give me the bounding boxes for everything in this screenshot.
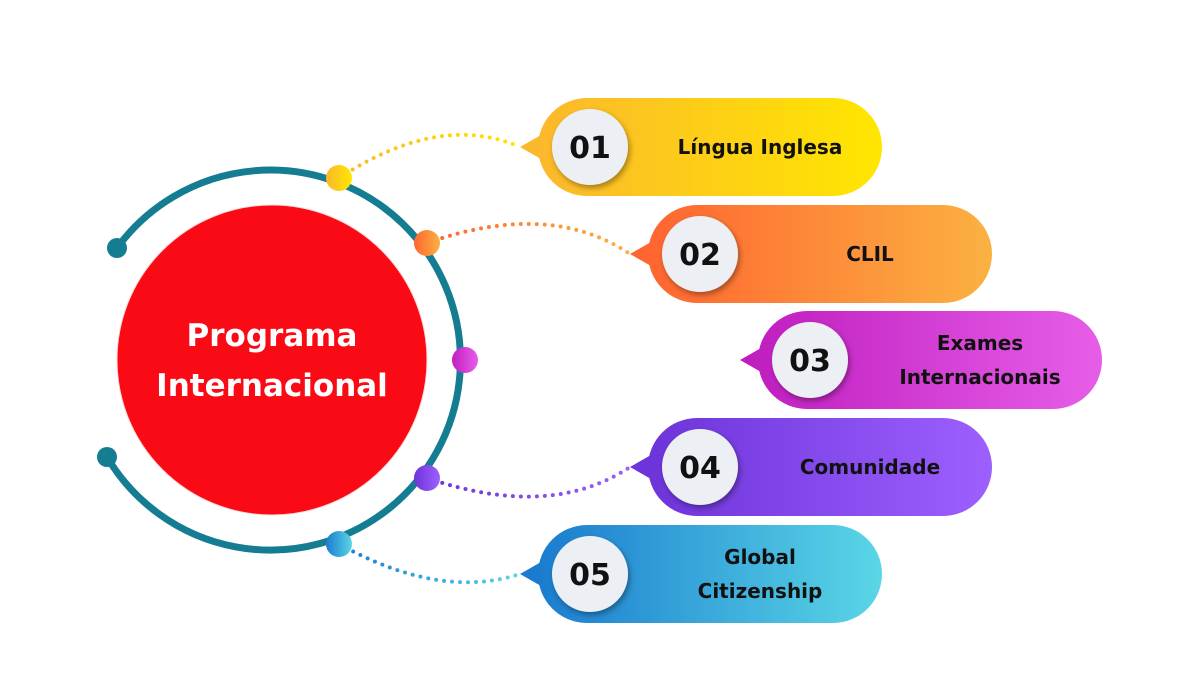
ring-node-dot: [326, 165, 352, 191]
item-label: CLIL: [846, 242, 894, 266]
item-number: 01: [569, 131, 611, 166]
item-pill-04: 04 Comunidade: [630, 418, 992, 516]
ring-node-dot: [414, 230, 440, 256]
center-title-line1: Programa: [187, 318, 358, 354]
item-number: 03: [789, 344, 831, 379]
pill-background: [648, 418, 992, 516]
item-pill-02: 02 CLIL: [630, 205, 992, 303]
center-circle: [116, 204, 428, 516]
item-number: 02: [679, 238, 721, 273]
center-title-line2: Internacional: [156, 368, 388, 404]
number-badge: [772, 322, 848, 398]
item-label: Comunidade: [800, 455, 940, 479]
item-number: 04: [679, 451, 721, 486]
ring-node-dot: [452, 347, 478, 373]
ring-node-dot: [414, 465, 440, 491]
item-label: Citizenship: [698, 579, 823, 603]
number-badge: [552, 536, 628, 612]
dotted-connector: [337, 132, 522, 180]
pill-background: [648, 205, 992, 303]
ring-end-dot-bottom: [97, 447, 117, 467]
item-label: Internacionais: [899, 365, 1060, 389]
dotted-connector: [337, 542, 522, 585]
item-label: Exames: [937, 331, 1023, 355]
number-badge: [552, 109, 628, 185]
dotted-connector: [425, 465, 632, 499]
pill-background: [758, 311, 1102, 409]
item-pill-01: 01 Língua Inglesa: [520, 98, 882, 196]
number-badge: [662, 216, 738, 292]
dotted-connector: [425, 221, 632, 256]
item-label: Língua Inglesa: [678, 135, 843, 159]
item-label: Global: [724, 545, 796, 569]
item-number: 05: [569, 558, 611, 593]
number-badge: [662, 429, 738, 505]
ring-node-dot: [326, 531, 352, 557]
pill-background: [538, 525, 882, 623]
ring-end-dot-top: [107, 238, 127, 258]
pill-background: [538, 98, 882, 196]
